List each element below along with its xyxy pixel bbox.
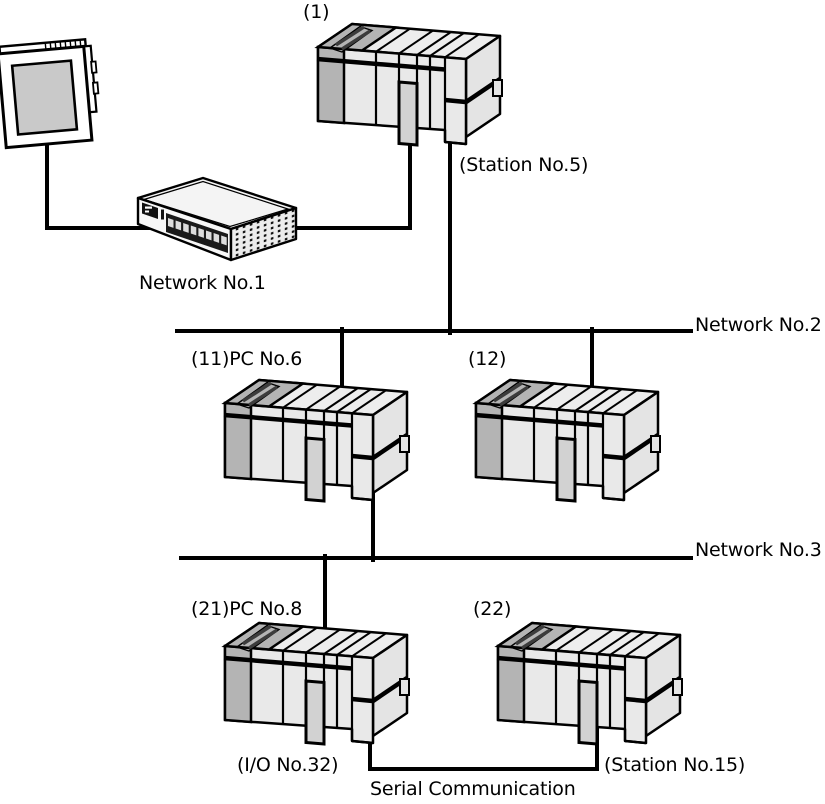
plc-22-station-15 bbox=[497, 623, 682, 744]
plc-11-pc-no6 bbox=[224, 380, 409, 501]
label-network3: Network No.3 bbox=[695, 539, 822, 561]
label-plc22-id: (22) bbox=[473, 598, 512, 620]
label-plc22-station: (Station No.15) bbox=[604, 754, 746, 776]
label-network2: Network No.2 bbox=[695, 314, 822, 336]
label-plc1-station: (Station No.5) bbox=[459, 154, 589, 176]
serial-cable-plc21-plc22 bbox=[368, 726, 599, 771]
plc-station-5 bbox=[317, 24, 502, 145]
label-plc21-id: (21)PC No.8 bbox=[191, 598, 303, 620]
label-plc11-id: (11)PC No.6 bbox=[191, 348, 303, 370]
label-plc1-id: (1) bbox=[303, 1, 330, 23]
label-plc21-io: (I/O No.32) bbox=[237, 754, 339, 776]
touch-panel-display bbox=[0, 37, 104, 150]
plc-21-pc-no8 bbox=[224, 623, 409, 744]
label-serial-link: Serial Communication bbox=[370, 778, 576, 800]
label-network1: Network No.1 bbox=[139, 272, 266, 294]
plc-12 bbox=[475, 380, 660, 501]
ethernet-hub bbox=[136, 176, 298, 262]
label-plc12-id: (12) bbox=[468, 348, 507, 370]
